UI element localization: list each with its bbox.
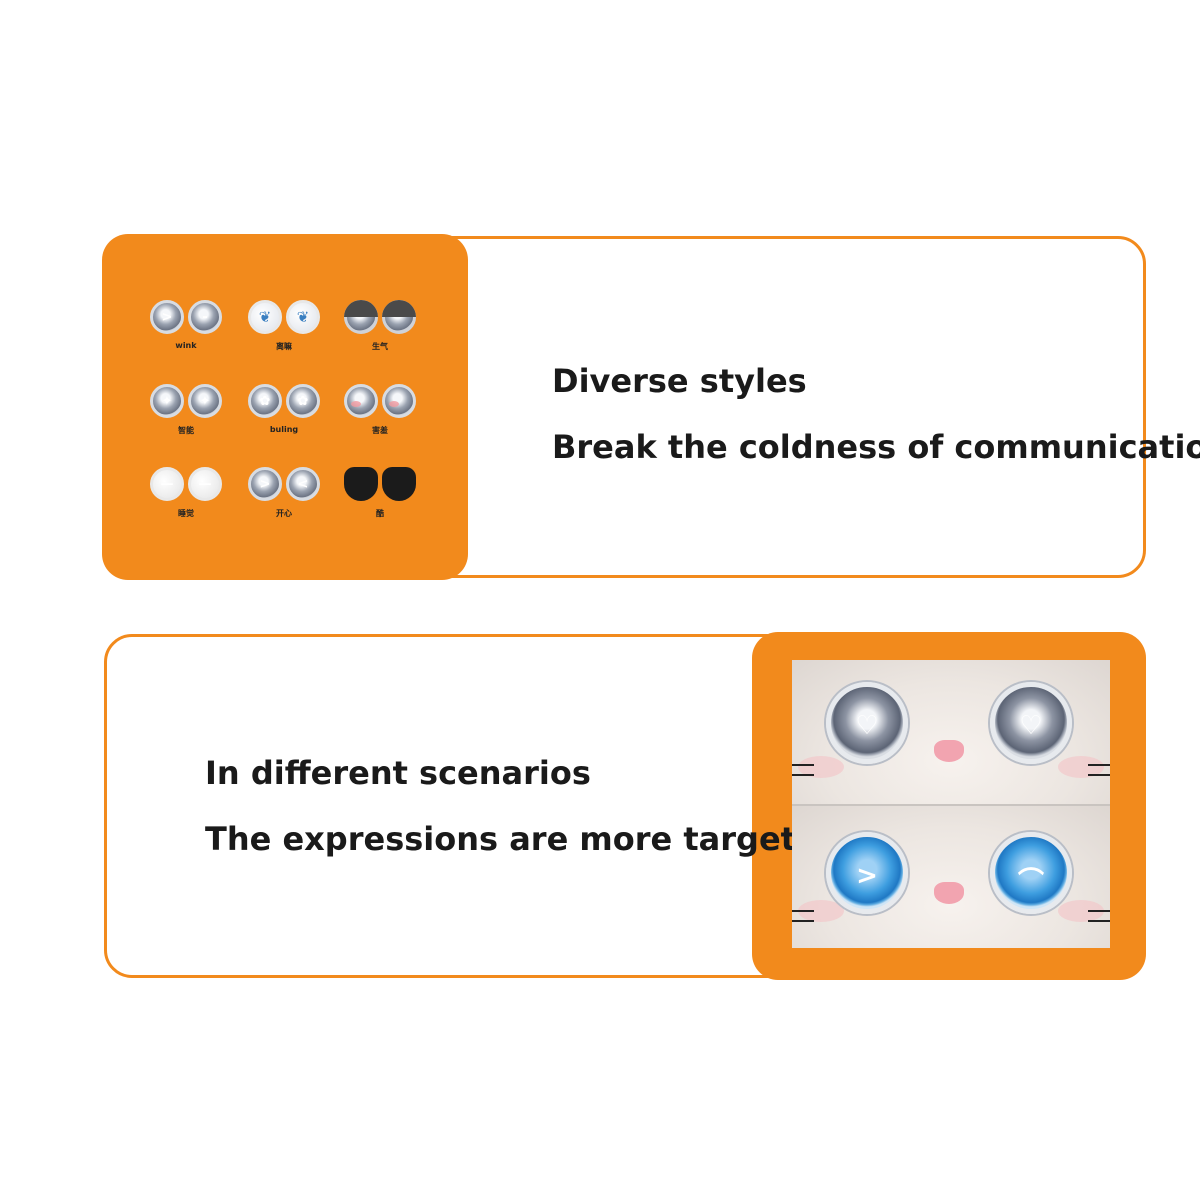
eye-icon: ❦ bbox=[286, 300, 320, 334]
eye-icon: > bbox=[248, 467, 282, 501]
blush-left bbox=[798, 900, 844, 922]
eye-icon: — bbox=[188, 467, 222, 501]
expression-label: 睡觉 bbox=[178, 509, 194, 518]
expression-item: >- wink bbox=[146, 300, 226, 360]
eye-icon bbox=[344, 384, 378, 418]
expression-label: 智能 bbox=[178, 426, 194, 435]
eye-icon bbox=[344, 300, 378, 334]
eye-icon: ✦ bbox=[188, 384, 222, 418]
eye-icon: - bbox=[188, 300, 222, 334]
blush-right bbox=[1058, 900, 1104, 922]
expression-item: ✿✿ buling bbox=[244, 384, 324, 444]
expression-item: 害羞 bbox=[340, 384, 420, 444]
eye-icon bbox=[382, 467, 416, 501]
styles-subtitle: Break the coldness of communication bbox=[552, 428, 1200, 466]
eye-icon: ✿ bbox=[286, 384, 320, 418]
eye-icon: ✿ bbox=[248, 384, 282, 418]
cat-plush-photo: ♡ ♡ > ⌒ bbox=[792, 660, 1110, 948]
cat-eye-left: ♡ bbox=[826, 682, 908, 764]
eye-icon: — bbox=[150, 467, 184, 501]
eye-icon bbox=[382, 300, 416, 334]
cat-eye-right: ♡ bbox=[990, 682, 1072, 764]
cat-face-top: ♡ ♡ bbox=[792, 660, 1110, 804]
blush-left bbox=[798, 756, 844, 778]
whisker bbox=[792, 774, 814, 776]
cat-eye-left: > bbox=[826, 832, 908, 914]
whisker bbox=[1088, 774, 1110, 776]
whisker bbox=[1088, 910, 1110, 912]
expression-item: —— 睡觉 bbox=[146, 467, 226, 527]
eye-icon: < bbox=[286, 467, 320, 501]
eye-icon bbox=[344, 467, 378, 501]
cat-nose bbox=[934, 882, 964, 904]
expression-label: 离嘛 bbox=[276, 342, 292, 351]
blush-right bbox=[1058, 756, 1104, 778]
expression-label: 开心 bbox=[276, 509, 292, 518]
cat-nose bbox=[934, 740, 964, 762]
cat-eye-right: ⌒ bbox=[990, 832, 1072, 914]
expression-label: wink bbox=[175, 341, 197, 350]
whisker bbox=[792, 920, 814, 922]
eye-icon: > bbox=[150, 300, 184, 334]
expression-label: buling bbox=[269, 425, 299, 434]
expression-item: 生气 bbox=[340, 300, 420, 360]
expression-label: 害羞 bbox=[372, 426, 388, 435]
whisker bbox=[1088, 920, 1110, 922]
expression-item: 酷 bbox=[340, 467, 420, 527]
expression-item: >< 开心 bbox=[244, 467, 324, 527]
expression-label: 酷 bbox=[376, 509, 384, 518]
eye-icon: ✦ bbox=[150, 384, 184, 418]
expression-item: ✦✦ 智能 bbox=[146, 384, 226, 444]
expression-item: ❦❦ 离嘛 bbox=[244, 300, 324, 360]
whisker bbox=[792, 764, 814, 766]
scenarios-title: In different scenarios bbox=[205, 754, 591, 792]
whisker bbox=[792, 910, 814, 912]
styles-title: Diverse styles bbox=[552, 362, 807, 400]
whisker bbox=[1088, 764, 1110, 766]
eye-icon bbox=[382, 384, 416, 418]
scenarios-subtitle: The expressions are more targeted bbox=[205, 820, 841, 858]
cat-face-bottom: > ⌒ bbox=[792, 804, 1110, 948]
expression-label: 生气 bbox=[372, 342, 388, 351]
eye-icon: ❦ bbox=[248, 300, 282, 334]
